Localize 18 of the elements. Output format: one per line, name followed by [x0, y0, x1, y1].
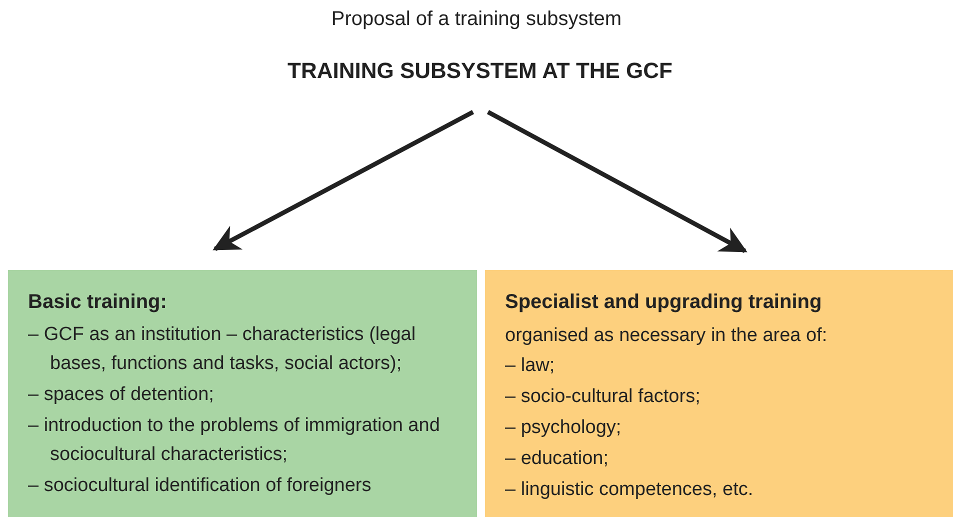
list-item: – GCF as an institution – characteristics (legal bases, functions and tasks, social actors);	[28, 323, 417, 376]
arrow	[486, 110, 748, 253]
list-item: organised as necessary in the area of:	[505, 324, 828, 348]
panel-heading: Basic training:	[28, 290, 168, 315]
arrow	[212, 110, 474, 251]
main-heading: TRAINING SUBSYSTEM AT THE GCF	[286, 58, 674, 84]
content-panel	[8, 270, 477, 517]
list-item: – linguistic competences, etc.	[505, 478, 754, 502]
list-item: – psychology;	[505, 416, 622, 440]
list-item: – law;	[505, 354, 556, 378]
list-item: – education;	[505, 447, 610, 471]
list-item: – spaces of detention;	[28, 383, 215, 407]
list-item: – socio-cultural factors;	[505, 385, 702, 409]
list-item: – sociocultural identification of foreigners	[28, 474, 372, 498]
list-item: – introduction to the problems of immigration and sociocultural characteristics;	[28, 414, 441, 467]
diagram-title: Proposal of a training subsystem	[330, 8, 623, 31]
content-panel	[485, 270, 953, 517]
panel-heading: Specialist and upgrading training	[505, 290, 823, 315]
